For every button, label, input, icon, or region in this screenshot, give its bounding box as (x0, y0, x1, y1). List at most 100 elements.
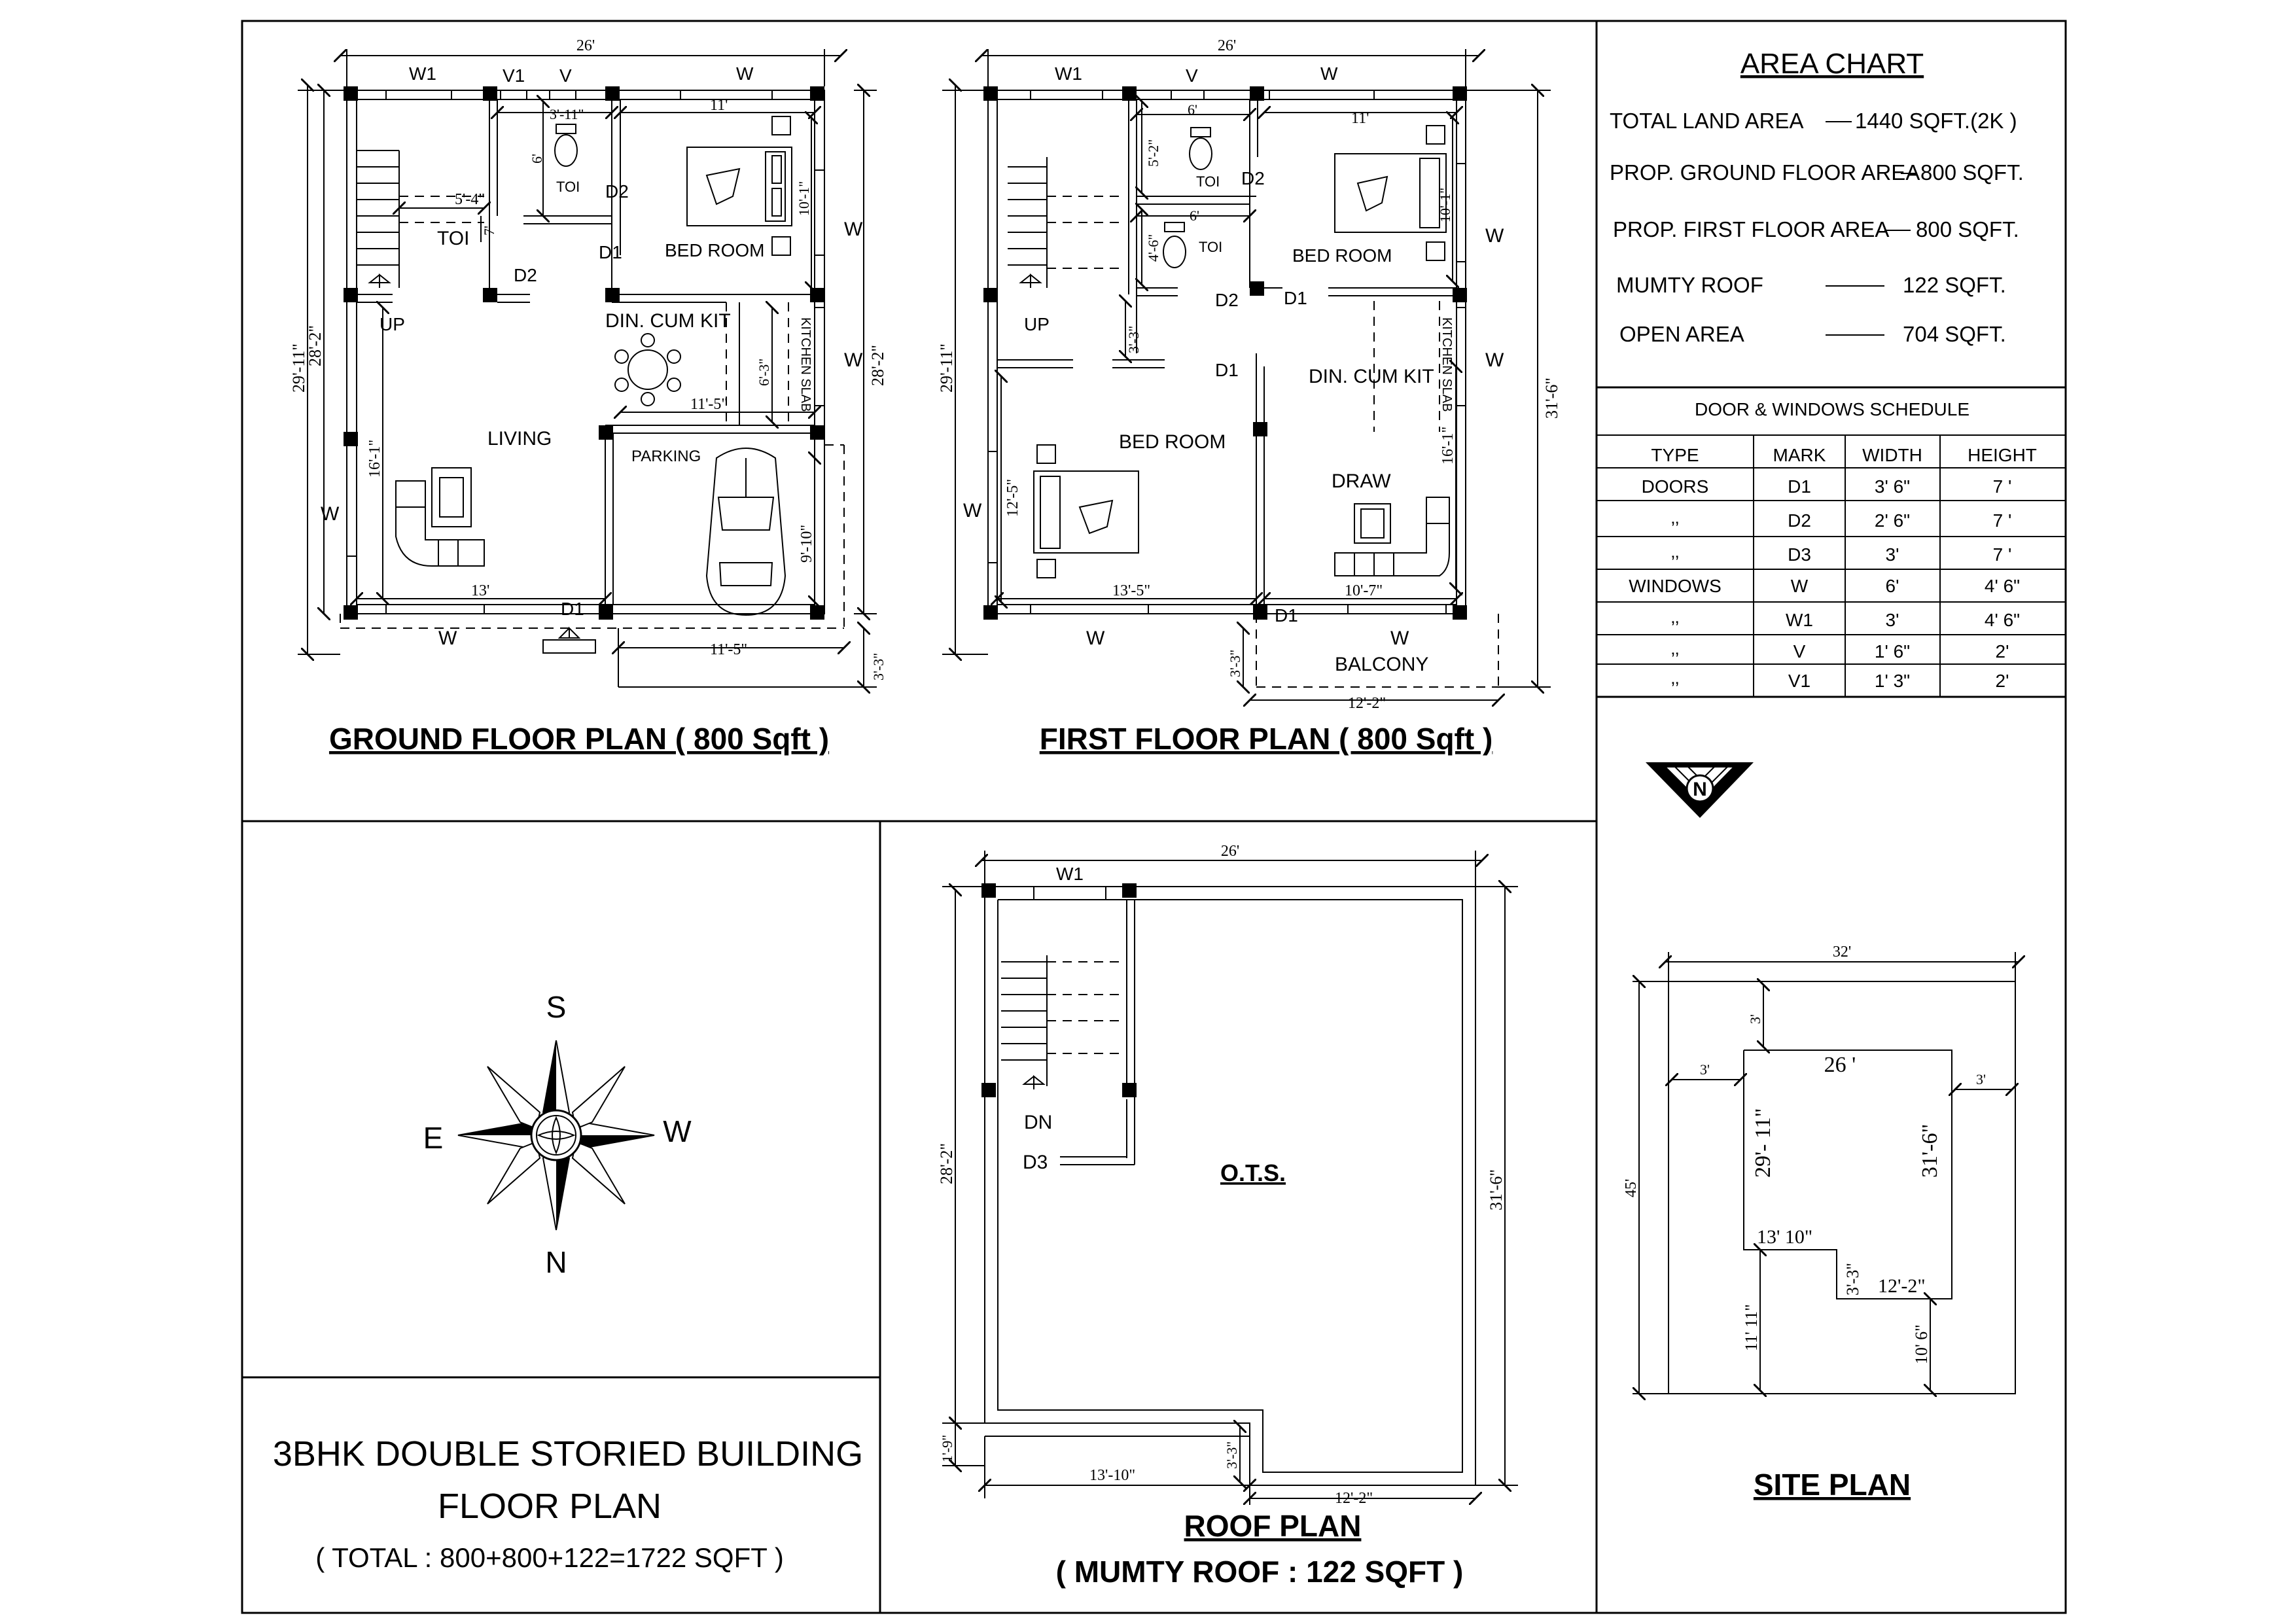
gf-stair-h: 7' (481, 226, 497, 236)
site-step-w: 13' 10" (1757, 1226, 1812, 1248)
gf-toi2: TOI (437, 228, 469, 249)
ff-toi2-w: 6' (1190, 207, 1199, 224)
ff-bed2: BED ROOM (1119, 431, 1226, 453)
gf-sofa (395, 467, 485, 567)
gf-toilet-fixture (554, 124, 578, 167)
gf-dim-top: 26' (576, 37, 595, 54)
ff-bed1-icon (1334, 125, 1447, 261)
compass-rose-icon: S N E W (423, 990, 692, 1279)
site-labels: 32' 45' 3' 3' 3' 26 ' 29'- 11" 31'-6" 13… (1623, 944, 1986, 1502)
area-row-3-value: 800 SQFT. (1916, 217, 2019, 241)
ff-kslab: KITCHEN SLAB (1439, 317, 1454, 412)
roof-dim-bottom-left: 13'-10" (1089, 1467, 1135, 1484)
site-step-w2: 12'-2" (1878, 1275, 1926, 1297)
ff-toi2: TOI (1199, 239, 1222, 255)
sched-r6-type: ‚‚ (1671, 667, 1679, 688)
roof-title: ROOF PLAN (1184, 1509, 1362, 1543)
sched-r4-height: 4' 6" (1985, 610, 2020, 630)
ff-w1: W1 (1055, 63, 1082, 84)
sched-r5-width: 1' 6" (1875, 641, 1910, 662)
ff-bed1-h: 10'-1" (1437, 188, 1453, 222)
gf-bed-w: 11' (710, 97, 728, 114)
ff-d2b: D2 (1215, 290, 1239, 310)
roof-dim-left: 28'-2" (937, 1143, 956, 1184)
gf-w-right2: W (844, 349, 863, 371)
gf-label-v: V (559, 65, 572, 86)
ff-bed2-w: 13'-5" (1112, 582, 1150, 599)
gf-d1a: D1 (599, 242, 622, 262)
ff-title: FIRST FLOOR PLAN ( 800 Sqft ) (1040, 722, 1493, 756)
gf-parking-h: 9'-10" (798, 525, 815, 563)
gf-dim-left-outer: 29'-11" (289, 344, 308, 393)
gf-labels: 26' W1 V1 V W 3'-11" 6' TOI TOI D2 D2 D1… (289, 37, 887, 756)
roof-dim-step: 3'-3" (1224, 1441, 1240, 1469)
roof-w1: W1 (1056, 864, 1084, 884)
ff-d1b: D1 (1215, 360, 1239, 380)
sched-r0-mark: D1 (1788, 476, 1811, 497)
site-right-gap: 3' (1976, 1071, 1986, 1087)
ff-stairs (1008, 157, 1125, 288)
area-row-4-value: 122 SQFT. (1903, 273, 2006, 297)
ff-up: UP (1024, 314, 1050, 334)
gf-up: UP (380, 314, 405, 334)
compass-e: E (423, 1121, 444, 1155)
sched-h-height: HEIGHT (1968, 445, 2037, 465)
site-bldg-h-left: 29'- 11" (1751, 1108, 1775, 1178)
ff-draw-h: 16'-1" (1439, 427, 1457, 465)
gf-din-w: 11'-5" (690, 396, 728, 413)
site-dimensions (1633, 952, 2019, 1394)
area-row-4-label: MUMTY ROOF (1616, 273, 1763, 297)
sched-h-width: WIDTH (1862, 445, 1922, 465)
sched-r3-width: 6' (1886, 576, 1899, 596)
compass-w: W (663, 1114, 692, 1148)
site-bldg-w: 26 ' (1824, 1053, 1856, 1077)
sched-r2-mark: D3 (1788, 544, 1811, 565)
north-letter: N (1693, 779, 1707, 800)
compass-n: N (545, 1245, 567, 1279)
gf-toi1: TOI (556, 179, 580, 195)
title-block: 3BHK DOUBLE STORIED BUILDING FLOOR PLAN … (273, 1434, 863, 1573)
sched-r6-mark: V1 (1788, 671, 1810, 691)
gf-w-bottom: W (438, 627, 457, 649)
gf-label-w1: W1 (409, 63, 436, 84)
gf-dim-bottom-right: 3'-3" (870, 653, 887, 680)
ff-bed2-icon (1033, 444, 1139, 578)
sheet-frame (241, 20, 2067, 1614)
site-step-h: 3'-3" (1843, 1263, 1862, 1296)
gf-d2a: D2 (605, 181, 629, 202)
gf-dim-right: 28'-2" (868, 345, 887, 386)
gf-dining-table (614, 333, 681, 406)
roof-plan: 26' W1 DN D3 O.T.S. 28'-2" 31'-6" 1'-9" … (937, 843, 1518, 1589)
gf-bed-icon (686, 116, 792, 256)
ff-dim-top: 26' (1218, 37, 1236, 54)
roof-dim-left-small: 1'-9" (939, 1435, 955, 1462)
gf-stair-w: 5'-4" (455, 191, 485, 208)
area-chart: AREA CHART TOTAL LAND AREA 1440 SQFT.(2K… (1610, 48, 2024, 346)
sched-r5-mark: V (1793, 641, 1806, 662)
ff-draw-w: 10'-7" (1345, 582, 1383, 599)
sched-r3-type: WINDOWS (1629, 576, 1722, 596)
title-line-3: ( TOTAL : 800+800+122=1722 SQFT ) (315, 1542, 784, 1573)
ff-d1a: D1 (1284, 288, 1307, 308)
gf-living-w: 13' (471, 582, 489, 599)
gf-living: LIVING (487, 428, 552, 450)
first-floor-plan: 26' W1 V W 6' 5'-2" TOI 6' 4'-6" TOI D2 … (937, 37, 1561, 756)
gf-din-h: 6'-3" (756, 359, 772, 386)
roof-stairs (1001, 955, 1122, 1089)
sched-r1-width: 2' 6" (1875, 510, 1910, 531)
ff-stair-h: 3'-3" (1125, 326, 1142, 353)
gf-kslab: KITCHEN SLAB (798, 317, 813, 412)
gf-dim-parking-w: 11'-5" (710, 641, 747, 658)
sched-r0-width: 3' 6" (1875, 476, 1910, 497)
title-line-2: FLOOR PLAN (438, 1487, 662, 1526)
ff-d2a: D2 (1241, 168, 1265, 188)
area-row-1-label: TOTAL LAND AREA (1610, 109, 1803, 133)
site-title: SITE PLAN (1754, 1468, 1911, 1502)
gf-dim-left-inner: 28'-2" (306, 325, 325, 366)
sched-r1-mark: D2 (1788, 510, 1811, 531)
ff-dim-left: 29'-11" (937, 344, 956, 393)
ff-bed1-w: 11' (1351, 110, 1369, 127)
roof-dimensions (942, 851, 1518, 1505)
sched-r3-height: 4' 6" (1985, 576, 2020, 596)
